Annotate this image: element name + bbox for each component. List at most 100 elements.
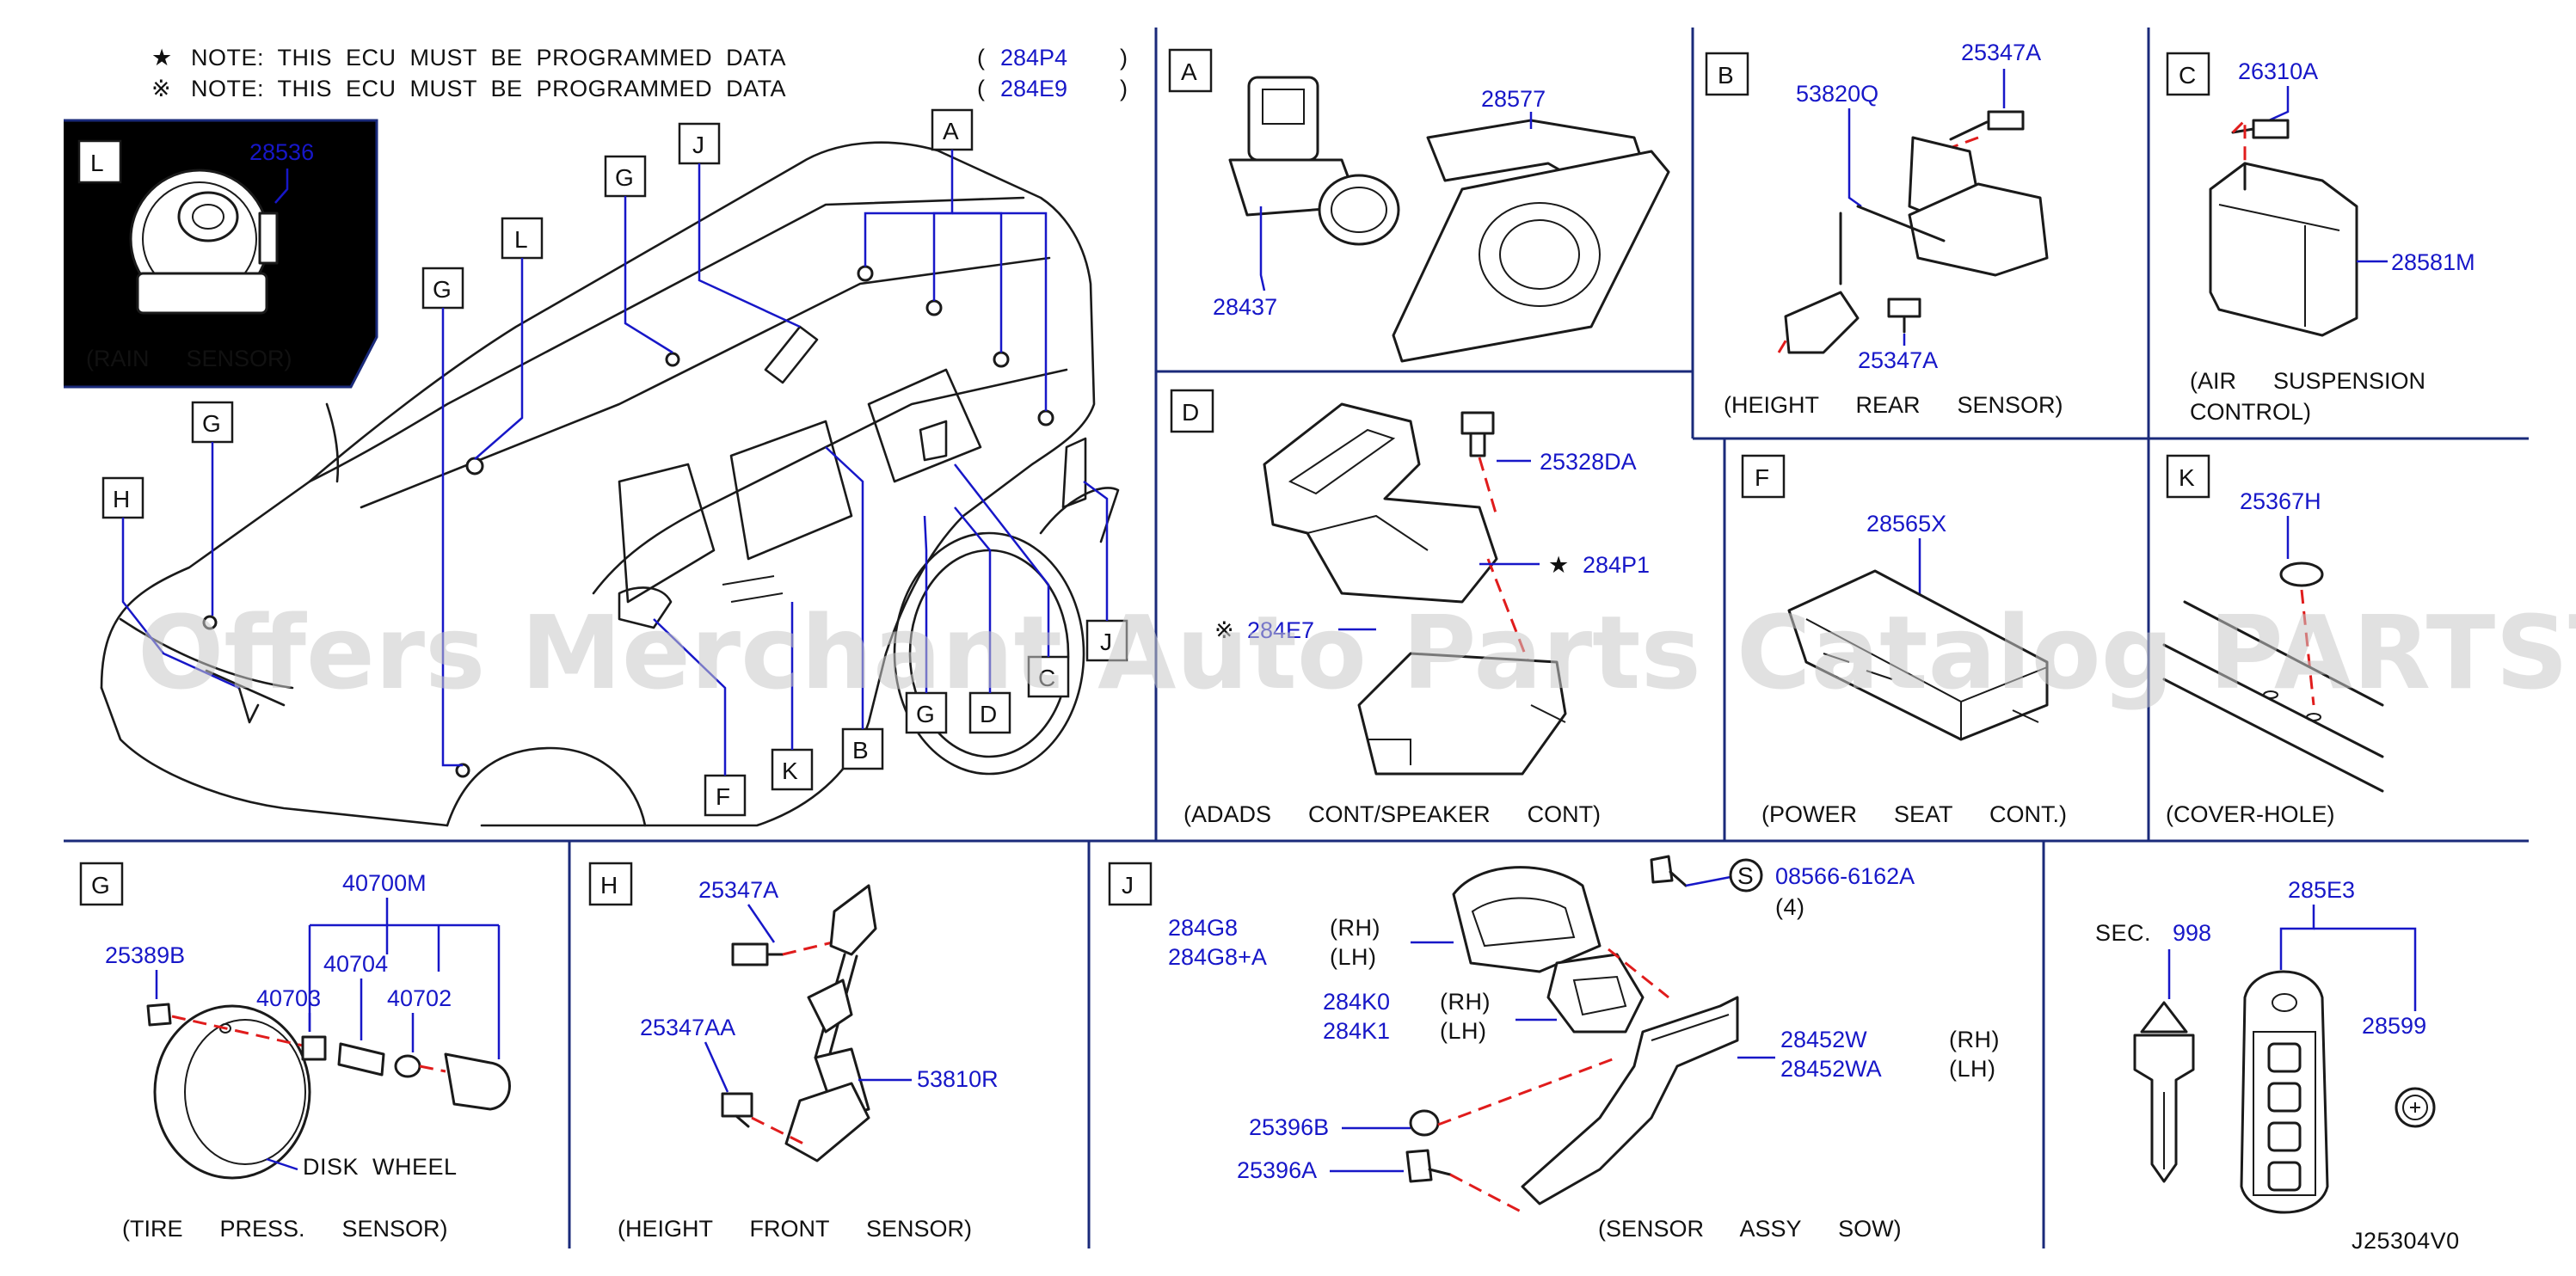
part-284g8a: 284G8+A <box>1168 944 1267 970</box>
part-28452wa: 28452WA <box>1780 1056 1882 1082</box>
part-25328da: 25328DA <box>1540 449 1637 475</box>
callout-d: D <box>980 701 997 727</box>
part-28577: 28577 <box>1481 86 1546 112</box>
note2-close: ) <box>1120 76 1128 101</box>
part-25396b: 25396B <box>1249 1114 1329 1140</box>
caption-air-suspension-2: CONTROL) <box>2190 399 2311 425</box>
section-letter-h: H <box>600 872 618 899</box>
s-mark: S <box>1737 862 1754 889</box>
callout-j-right: J <box>1100 629 1112 655</box>
part-08566-6162a: 08566-6162A <box>1775 863 1915 889</box>
section-key: SEC. 998 285E3 28599 J25304V0 <box>2095 877 2460 1254</box>
part-25367h: 25367H <box>2240 488 2321 514</box>
section-letter-f: F <box>1755 464 1769 491</box>
part-40704: 40704 <box>323 951 388 977</box>
sec-label: SEC. <box>2095 920 2151 946</box>
part-28437: 28437 <box>1213 294 1277 320</box>
caption-cover-hole: (COVER-HOLE) <box>2166 801 2335 827</box>
part-40700m: 40700M <box>342 870 427 896</box>
callout-j-top: J <box>692 132 704 158</box>
callout-g-left: G <box>202 410 221 437</box>
part-284k0: 284K0 <box>1323 989 1390 1015</box>
part-25389b: 25389B <box>105 942 185 968</box>
caption-height-rear: (HEIGHT REAR SENSOR) <box>1724 392 2063 418</box>
caption-sensor-assy-sow: (SENSOR ASSY SOW) <box>1598 1216 1902 1242</box>
callout-g-wheel: G <box>916 701 935 727</box>
part-40703: 40703 <box>256 985 321 1011</box>
callout-b: B <box>852 737 869 764</box>
callout-f: F <box>716 783 730 810</box>
caption-height-front: (HEIGHT FRONT SENSOR) <box>618 1216 972 1242</box>
side-rh-3: (RH) <box>1949 1027 2000 1052</box>
note1-code: 284P4 <box>1000 45 1067 71</box>
callout-h: H <box>113 486 130 512</box>
section-letter-g: G <box>91 872 110 899</box>
section-j: J 284G8 (RH) 284G8+A (LH) 284K0 (RH) 284… <box>1108 855 2000 1242</box>
side-rh-2: (RH) <box>1440 989 1491 1015</box>
note2-code: 284E9 <box>1000 76 1067 101</box>
part-53820q: 53820Q <box>1796 81 1878 107</box>
part-284p1: 284P1 <box>1583 552 1650 578</box>
callout-g-mid: G <box>433 276 452 303</box>
caption-tire-press: (TIRE PRESS. SENSOR) <box>122 1216 448 1242</box>
part-28565x: 28565X <box>1866 511 1946 537</box>
caption-power-seat: (POWER SEAT CONT.) <box>1761 801 2067 827</box>
note2-text: NOTE: THIS ECU MUST BE PROGRAMMED DATA <box>191 76 786 101</box>
callout-c: C <box>1038 665 1055 691</box>
caption-adads: (ADADS CONT/SPEAKER CONT) <box>1183 801 1601 827</box>
callout-a: A <box>943 118 959 144</box>
side-rh-1: (RH) <box>1330 915 1380 941</box>
section-letter-b: B <box>1718 62 1734 89</box>
side-lh-2: (LH) <box>1440 1018 1487 1044</box>
note1-open: ( <box>977 45 986 71</box>
section-b: B 53820Q 25347A 25347A (HEIGHT REAR SENS… <box>1705 40 2063 418</box>
diagram-code: J25304V0 <box>2352 1228 2460 1254</box>
note1-symbol: ★ <box>151 45 173 71</box>
note2-open: ( <box>977 76 986 101</box>
watermark: Offers Merchant Auto Parts Catalog PARTS… <box>138 593 2576 712</box>
sec-number: 998 <box>2173 920 2211 946</box>
part-28599: 28599 <box>2362 1013 2426 1039</box>
section-letter-d: D <box>1182 399 1199 426</box>
section-d: D 25328DA ★ 284P1 ※ 284E7 (ADADS CONT/SP… <box>1170 389 1650 827</box>
note2-symbol: ※ <box>151 76 171 101</box>
part-25347aa: 25347AA <box>640 1015 735 1040</box>
section-letter-c: C <box>2179 62 2196 89</box>
section-letter-l: L <box>90 150 104 176</box>
part-284g8: 284G8 <box>1168 915 1238 941</box>
part-28581m: 28581M <box>2391 249 2475 275</box>
part-28536: 28536 <box>249 139 314 165</box>
caption-air-suspension-1: (AIR SUSPENSION <box>2190 368 2425 394</box>
section-h: H 25347A 25347AA 53810R (HEIGHT FRONT SE… <box>588 862 999 1242</box>
callout-k: K <box>782 758 798 784</box>
part-284e7: 284E7 <box>1247 617 1314 643</box>
section-c: C 26310A 28581M (AIR SUSPENSION CONTROL) <box>2166 52 2475 425</box>
note1-text: NOTE: THIS ECU MUST BE PROGRAMMED DATA <box>191 45 786 71</box>
section-letter-a: A <box>1181 58 1197 85</box>
part-285e3: 285E3 <box>2288 877 2355 903</box>
mark-reference: ※ <box>1214 617 1234 643</box>
part-25396a: 25396A <box>1237 1157 1317 1183</box>
section-g: G 40700M 25389B 40704 40703 40702 DISK W… <box>79 862 511 1242</box>
part-25347a-top: 25347A <box>1961 40 2041 65</box>
callout-g-top: G <box>615 164 634 191</box>
qty-4: (4) <box>1775 894 1805 920</box>
part-25347a-bottom: 25347A <box>1858 347 1938 373</box>
section-rain-sensor: L 28536 (RAIN SENSOR) <box>77 139 314 371</box>
mark-star: ★ <box>1548 552 1570 578</box>
vehicle-overview: A J G L G G H J C D G B K F <box>100 108 1128 827</box>
section-letter-k: K <box>2179 464 2195 491</box>
callout-l: L <box>514 226 528 253</box>
section-letter-j: J <box>1122 872 1134 899</box>
part-40702: 40702 <box>387 985 452 1011</box>
label-disk-wheel: DISK WHEEL <box>303 1154 458 1180</box>
part-26310a: 26310A <box>2238 58 2318 84</box>
note1-close: ) <box>1120 45 1128 71</box>
ecu-notes: ★ NOTE: THIS ECU MUST BE PROGRAMMED DATA… <box>151 45 1128 101</box>
part-28452w: 28452W <box>1780 1027 1867 1052</box>
part-25347a: 25347A <box>698 877 778 903</box>
side-lh-3: (LH) <box>1949 1056 1996 1082</box>
side-lh-1: (LH) <box>1330 944 1377 970</box>
part-284k1: 284K1 <box>1323 1018 1390 1044</box>
